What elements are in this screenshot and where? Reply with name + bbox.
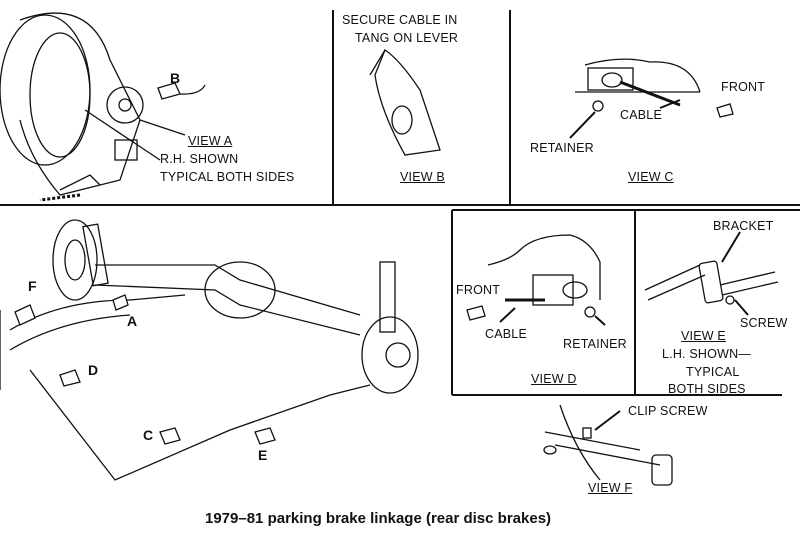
view-b-title: VIEW B bbox=[400, 170, 445, 184]
figure-caption: 1979–81 parking brake linkage (rear disc… bbox=[205, 510, 552, 527]
callout-e: E bbox=[258, 447, 268, 463]
callout-c: C bbox=[143, 427, 154, 443]
clip-screw-label: CLIP SCREW bbox=[628, 404, 708, 418]
view-f-drawing bbox=[543, 404, 673, 486]
view-a-note: TYPICAL BOTH SIDES bbox=[160, 170, 295, 184]
view-c-drawing bbox=[569, 58, 734, 139]
main-assembly-drawing bbox=[0, 219, 419, 481]
panel-borders bbox=[0, 10, 800, 396]
callout-f: F bbox=[28, 278, 37, 294]
view-b-drawing bbox=[369, 49, 441, 156]
view-d-drawing bbox=[466, 234, 606, 326]
cable-label: CABLE bbox=[620, 108, 662, 122]
view-b-note: TANG ON LEVER bbox=[355, 31, 459, 45]
view-e-title: VIEW E bbox=[681, 329, 726, 343]
callout-b: B bbox=[170, 70, 181, 86]
view-c-title: VIEW C bbox=[628, 170, 674, 184]
view-e-note: BOTH SIDES bbox=[668, 382, 746, 396]
cable-label: CABLE bbox=[485, 327, 527, 341]
front-label: FRONT bbox=[456, 283, 501, 297]
bracket-label: BRACKET bbox=[713, 219, 774, 233]
view-e-drawing bbox=[644, 231, 779, 316]
screw-label: SCREW bbox=[740, 316, 788, 330]
view-d-title: VIEW D bbox=[531, 372, 577, 386]
view-b-note: SECURE CABLE IN bbox=[342, 13, 458, 27]
retainer-label: RETAINER bbox=[530, 141, 594, 155]
callout-d: D bbox=[88, 362, 99, 378]
view-a-note: R.H. SHOWN bbox=[160, 152, 239, 166]
callout-a: A bbox=[127, 313, 138, 329]
view-a-drawing bbox=[0, 12, 206, 202]
view-e-note: TYPICAL bbox=[686, 365, 740, 379]
front-label: FRONT bbox=[721, 80, 766, 94]
view-e-note: L.H. SHOWN— bbox=[662, 347, 752, 361]
view-f-title: VIEW F bbox=[588, 481, 633, 495]
retainer-label: RETAINER bbox=[563, 337, 627, 351]
view-a-title: VIEW A bbox=[188, 134, 233, 148]
